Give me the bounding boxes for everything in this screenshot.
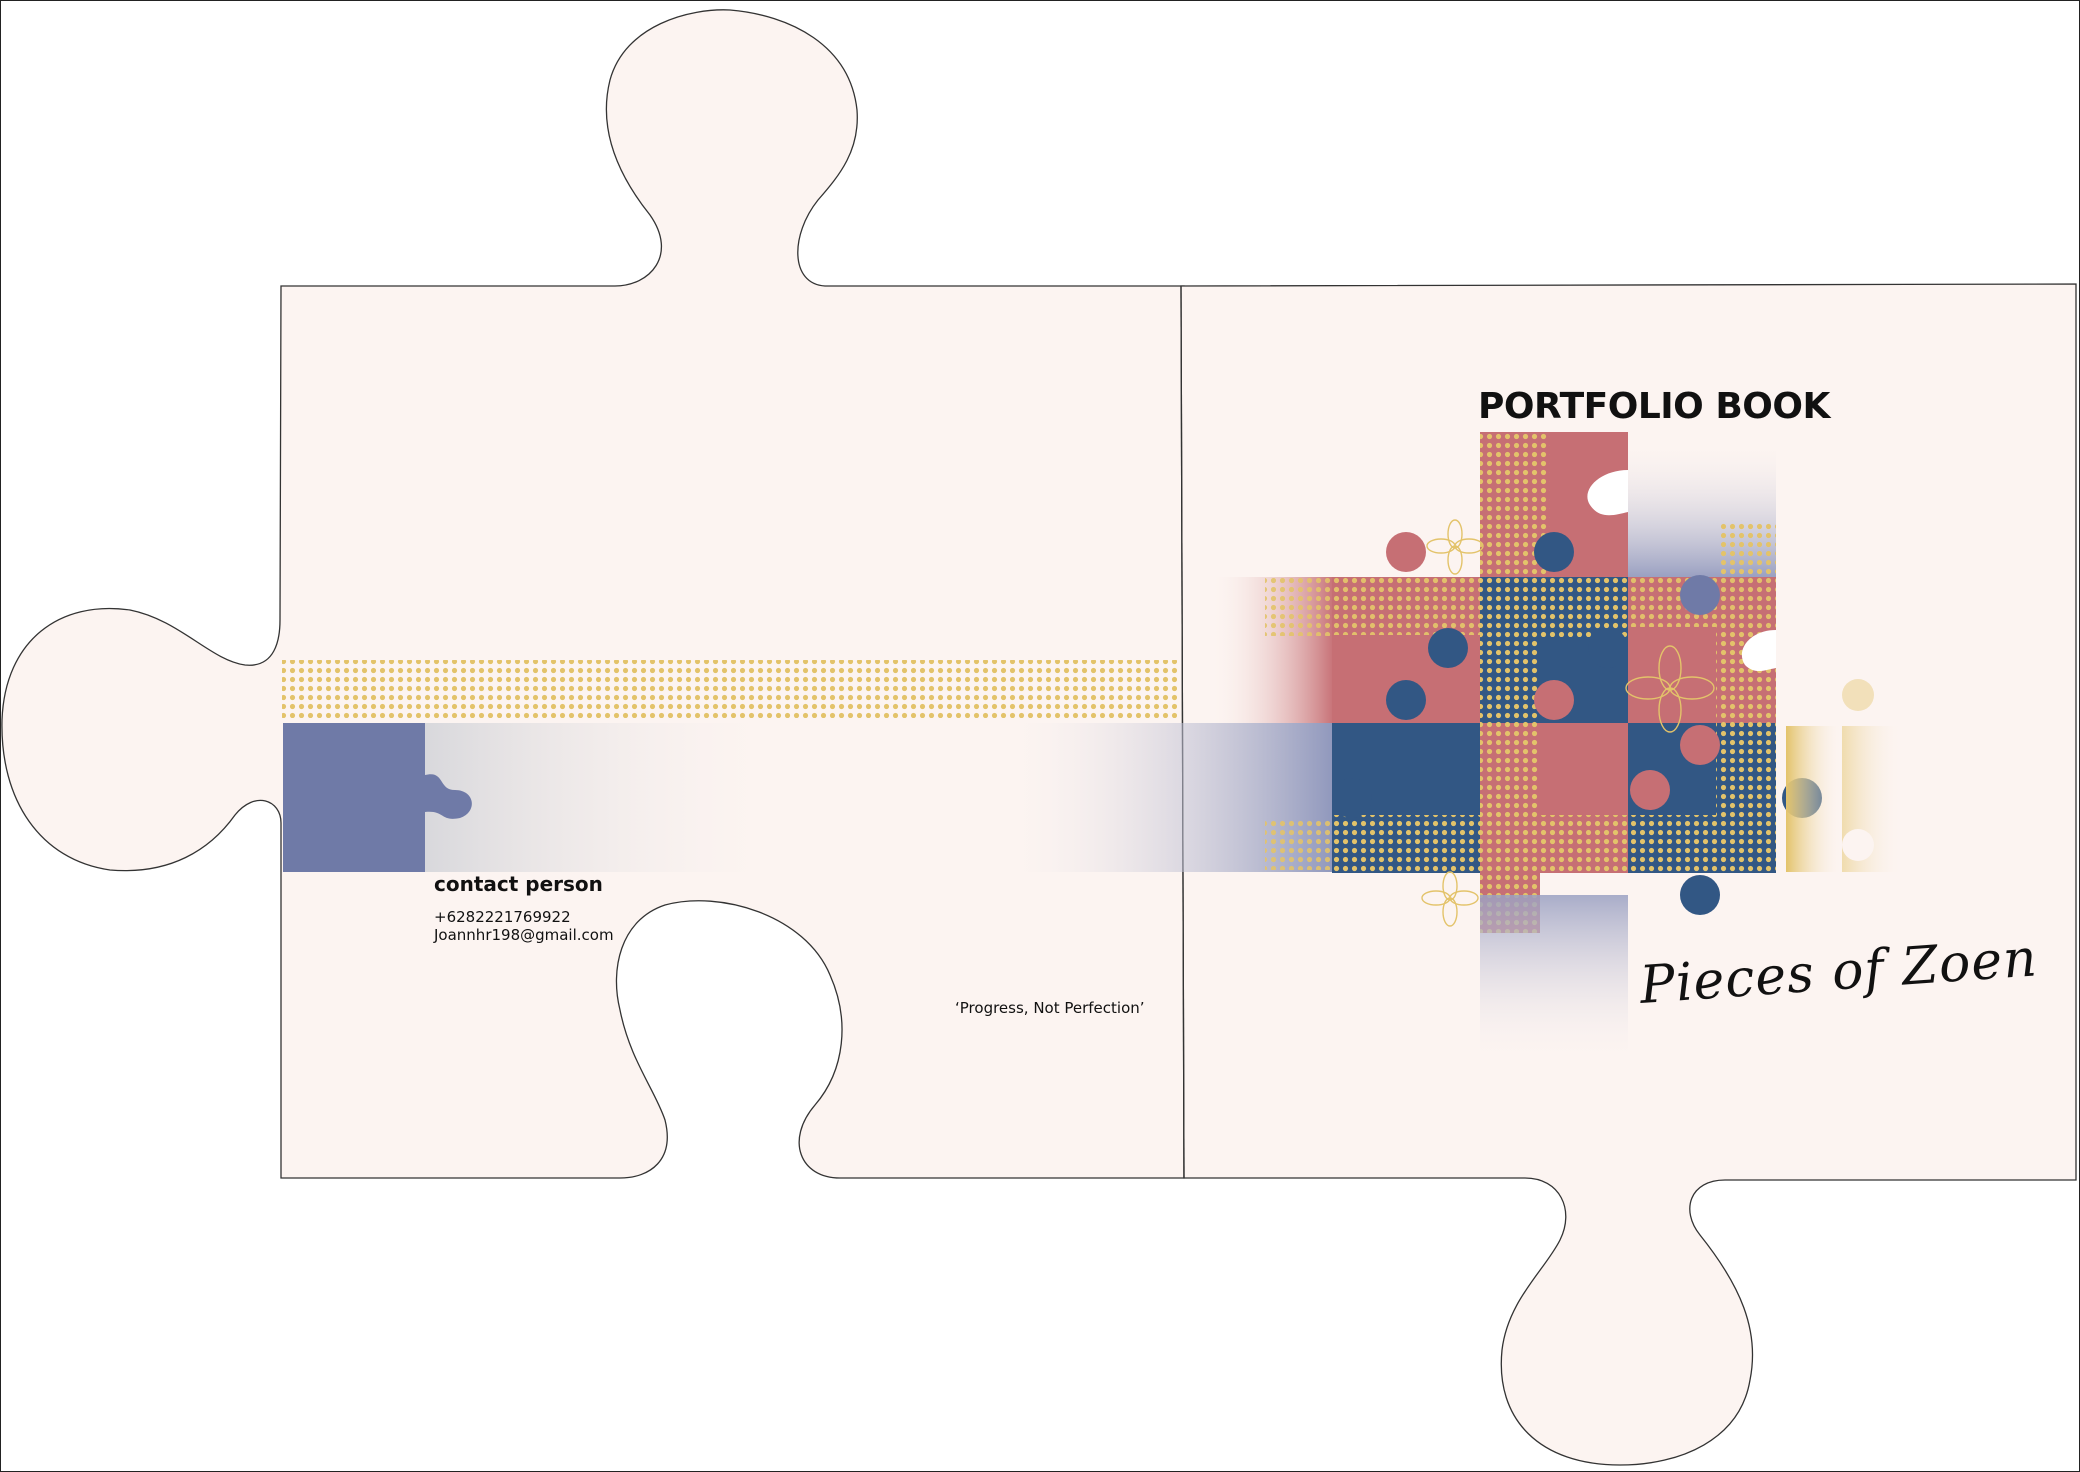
- contact-email: Joannhr198@gmail.com: [434, 926, 614, 944]
- portfolio-title: PORTFOLIO BOOK: [1478, 386, 1830, 427]
- contact-phone: +6282221769922: [434, 908, 571, 926]
- lavender-block: [283, 723, 425, 872]
- contact-heading: contact person: [434, 872, 603, 896]
- dotted-band-left: [282, 660, 1177, 718]
- motto-text: ‘Progress, Not Perfection’: [955, 999, 1145, 1017]
- left-puzzle-page: [1, 9, 1185, 1179]
